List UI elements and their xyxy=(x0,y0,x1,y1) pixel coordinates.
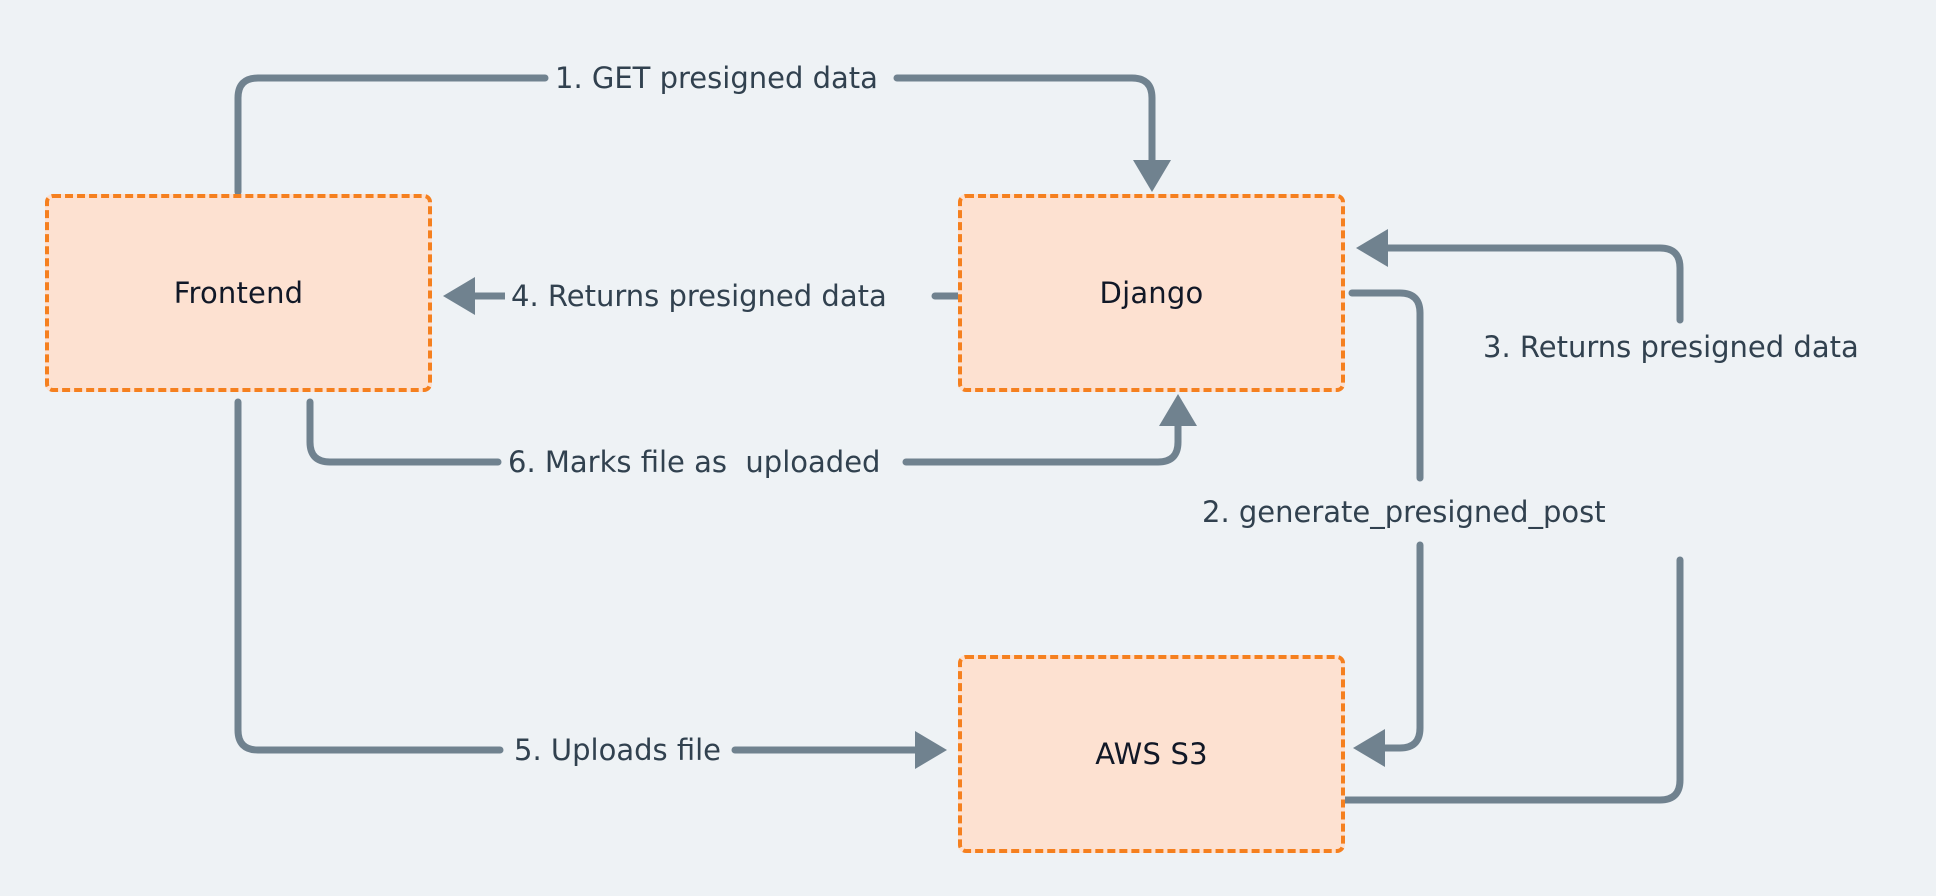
edge-6-path-right xyxy=(902,418,1182,466)
edge-6-label: 6. Marks file as uploaded xyxy=(502,445,887,479)
edge-6-arrowhead xyxy=(1159,394,1197,426)
edge-1-get-presigned-data xyxy=(234,74,1171,196)
edge-3-path-lower xyxy=(1341,556,1684,804)
edge-6-path-left xyxy=(306,398,502,466)
edge-3-path-upper xyxy=(1381,244,1684,324)
edge-1-path xyxy=(234,74,549,196)
node-django[interactable]: Django xyxy=(958,194,1345,392)
node-frontend-label: Frontend xyxy=(173,276,304,310)
edge-3-returns-presigned-data xyxy=(1341,229,1684,804)
edge-2-arrowhead xyxy=(1353,729,1385,767)
node-django-label: Django xyxy=(1099,276,1204,310)
edge-1-arrowhead xyxy=(1133,160,1171,192)
edge-6-marks-file-as-uploaded xyxy=(306,394,1197,466)
edge-2-path-upper xyxy=(1348,289,1424,482)
edge-5-label: 5. Uploads file xyxy=(508,733,727,767)
edge-1-path-right xyxy=(893,74,1156,167)
edge-4-label: 4. Returns presigned data xyxy=(505,279,893,313)
node-aws-s3-label: AWS S3 xyxy=(1095,737,1208,771)
edge-5-path-down xyxy=(234,398,504,754)
edge-4-arrowhead xyxy=(443,277,475,315)
edge-4-returns-presigned-data xyxy=(443,277,962,315)
edge-3-arrowhead xyxy=(1356,229,1388,267)
edge-2-generate-presigned-post xyxy=(1348,289,1424,767)
edge-2-path-lower xyxy=(1378,541,1424,752)
edge-5-uploads-file xyxy=(234,398,947,769)
edge-5-arrowhead xyxy=(915,731,947,769)
node-frontend[interactable]: Frontend xyxy=(45,194,432,392)
edge-2-label: 2. generate_presigned_post xyxy=(1196,495,1612,529)
node-aws-s3[interactable]: AWS S3 xyxy=(958,655,1345,853)
edge-1-label: 1. GET presigned data xyxy=(549,61,884,95)
edge-3-label: 3. Returns presigned data xyxy=(1477,330,1865,364)
